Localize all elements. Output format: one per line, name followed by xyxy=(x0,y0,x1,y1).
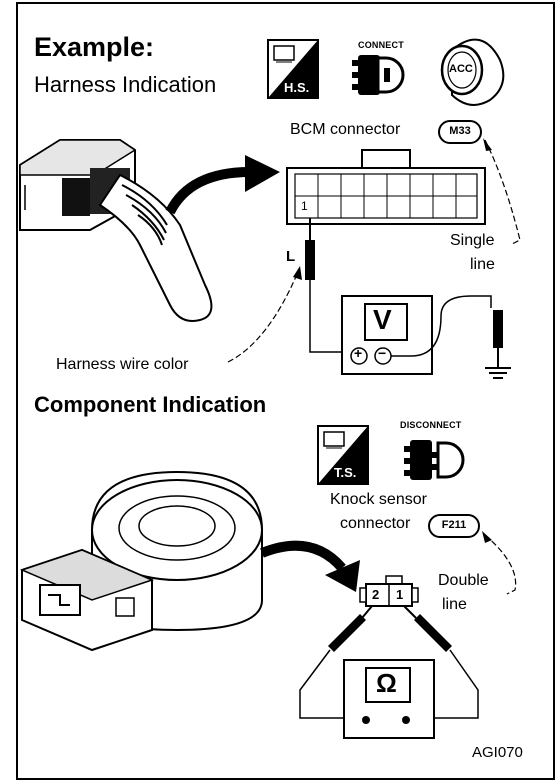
bcm-connector-code: M33 xyxy=(438,120,482,144)
ts-badge-label: T.S. xyxy=(334,465,357,480)
probe-leads-double xyxy=(299,605,479,719)
single-line-label-2: line xyxy=(470,256,495,273)
hs-badge xyxy=(267,39,319,99)
arrow-harness-to-connector xyxy=(165,155,280,215)
acc-key-icon xyxy=(440,38,505,106)
harness-connector-illustration xyxy=(19,139,213,322)
knock-pin-2: 2 xyxy=(372,587,380,602)
harness-indication-heading: Harness Indication xyxy=(34,72,217,97)
knock-connector-code: F211 xyxy=(428,514,480,538)
ohmmeter xyxy=(343,659,435,739)
double-line-label-1: Double xyxy=(438,572,489,589)
bcm-pin-1: 1 xyxy=(301,199,308,213)
knock-sensor-label-2: connector xyxy=(340,515,411,532)
figure-id: AGI070 xyxy=(472,744,523,761)
voltmeter-symbol: V xyxy=(373,304,392,335)
connect-label: CONNECT xyxy=(358,40,404,50)
double-line-leader xyxy=(484,534,517,595)
bcm-connector xyxy=(286,149,486,225)
double-line-label-2: line xyxy=(442,596,467,613)
ts-badge xyxy=(317,425,369,485)
single-line-leader xyxy=(484,139,521,245)
knock-sensor-illustration xyxy=(19,470,263,652)
disconnect-icon xyxy=(404,440,465,480)
ohmmeter-symbol: Ω xyxy=(376,668,397,698)
wire-color-leader xyxy=(227,271,299,363)
outer-frame xyxy=(16,2,555,780)
harness-wire-color-label: Harness wire color xyxy=(56,356,189,373)
acc-label: ACC xyxy=(449,63,473,75)
hs-badge-label: H.S. xyxy=(284,80,310,95)
arrow-sensor-to-connector xyxy=(260,540,360,592)
voltmeter xyxy=(341,295,433,375)
voltmeter-plus: + xyxy=(354,345,363,361)
component-indication-heading: Component Indication xyxy=(34,392,267,417)
disconnect-label: DISCONNECT xyxy=(400,420,462,430)
knock-pin-1: 1 xyxy=(396,587,404,602)
example-heading: Example: xyxy=(34,32,155,62)
ground-probe xyxy=(391,295,511,379)
single-line-label-1: Single xyxy=(450,232,495,249)
bcm-connector-label: BCM connector xyxy=(290,121,401,138)
voltmeter-minus: − xyxy=(378,345,387,361)
knock-connector xyxy=(359,575,419,607)
connect-icon xyxy=(352,55,405,95)
knock-sensor-label-1: Knock sensor xyxy=(330,491,427,508)
wire-color-code: L xyxy=(286,248,296,265)
